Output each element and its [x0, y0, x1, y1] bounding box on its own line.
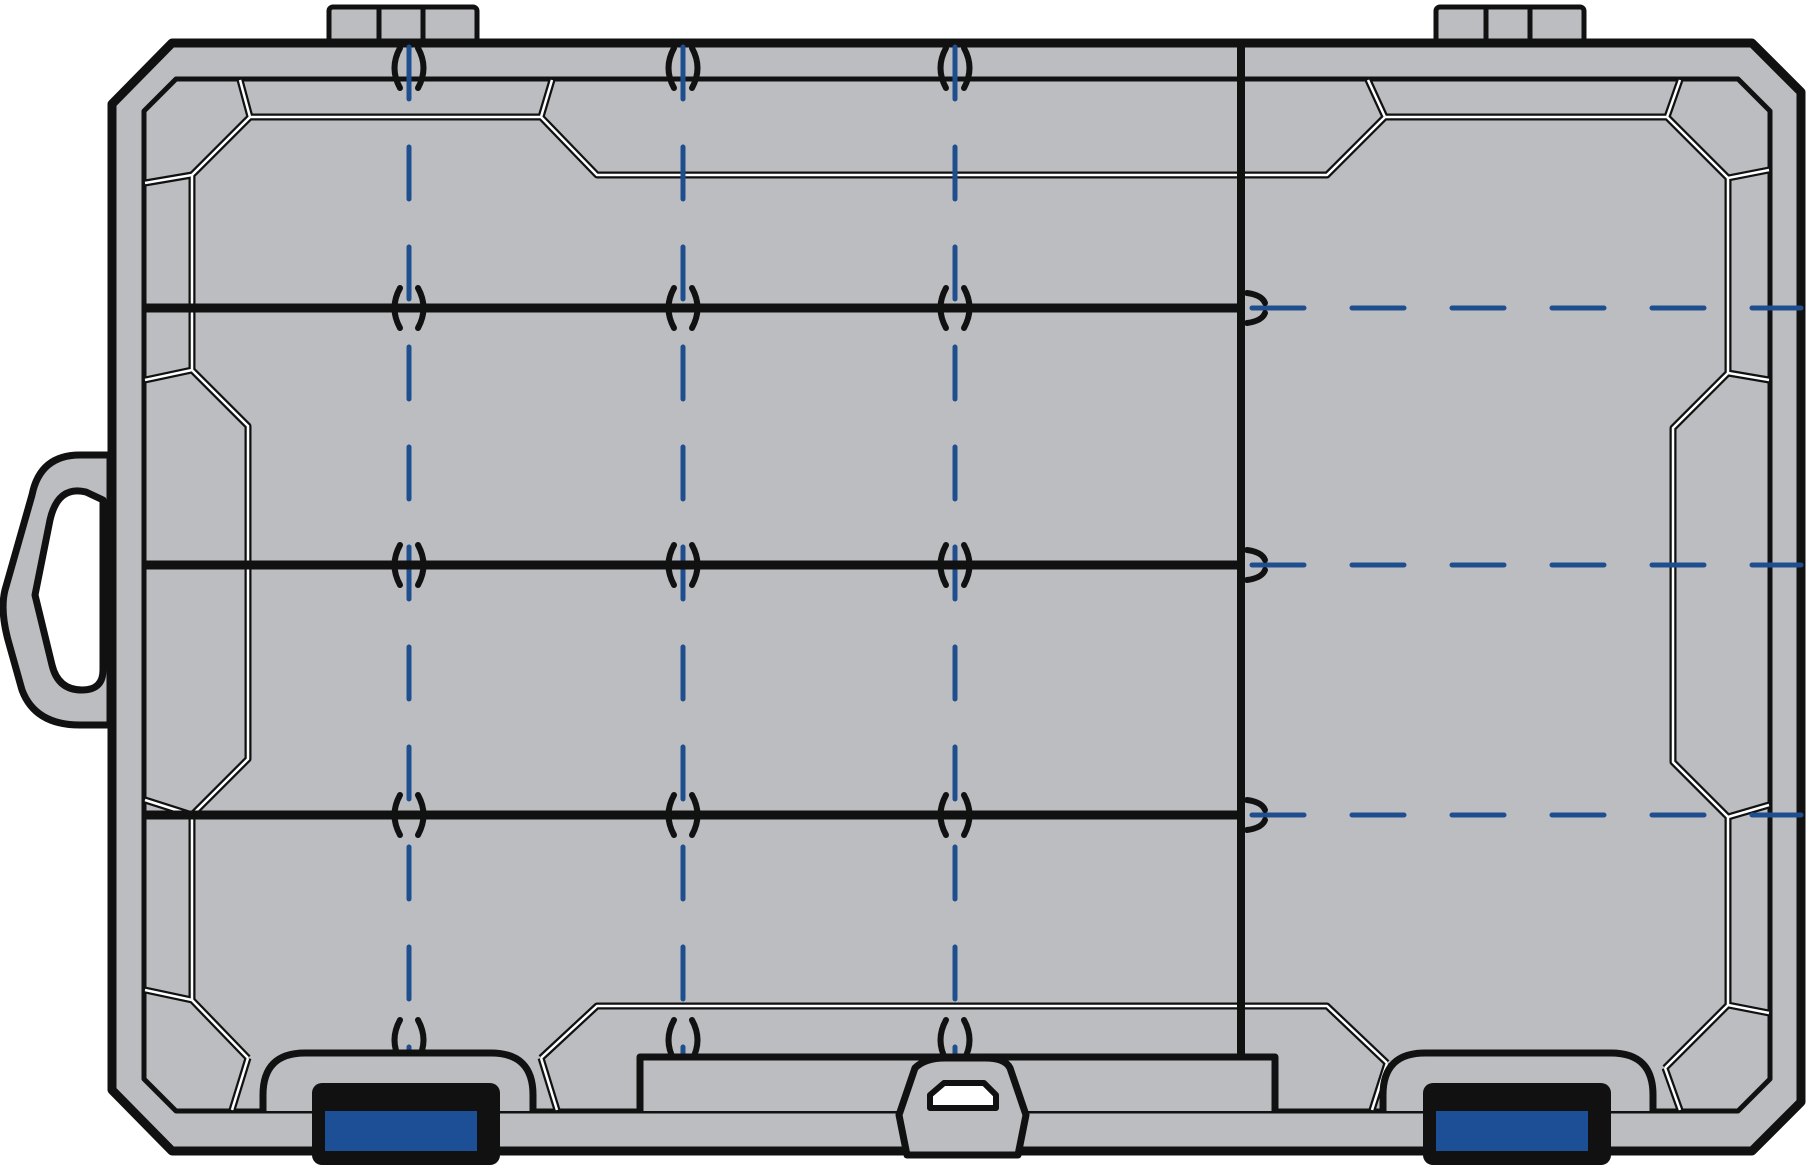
latch-left: [312, 1083, 500, 1165]
divider-slot-13: [937, 542, 973, 588]
optional-vertical-dividers: [406, 44, 958, 1063]
divider-slot-7: [665, 285, 701, 331]
divider-slot-2: [391, 285, 427, 331]
divider-slot-12: [937, 285, 973, 331]
divider-slot-9: [665, 792, 701, 838]
divider-slot-4: [391, 792, 427, 838]
side-handle: [0, 451, 114, 729]
center-clasp: [895, 1054, 1030, 1159]
wall-slot-hooks: [1244, 290, 1268, 833]
divider-slot-1: [391, 45, 427, 91]
divider-slot-3: [391, 542, 427, 588]
divider-slot-11: [937, 45, 973, 91]
divider-slot-6: [665, 45, 701, 91]
divider-slot-8: [665, 542, 701, 588]
hinge-right: [1433, 4, 1587, 50]
latch-right: [1423, 1083, 1611, 1165]
interior-walls: [143, 78, 1770, 1112]
divider-slot-14: [937, 792, 973, 838]
